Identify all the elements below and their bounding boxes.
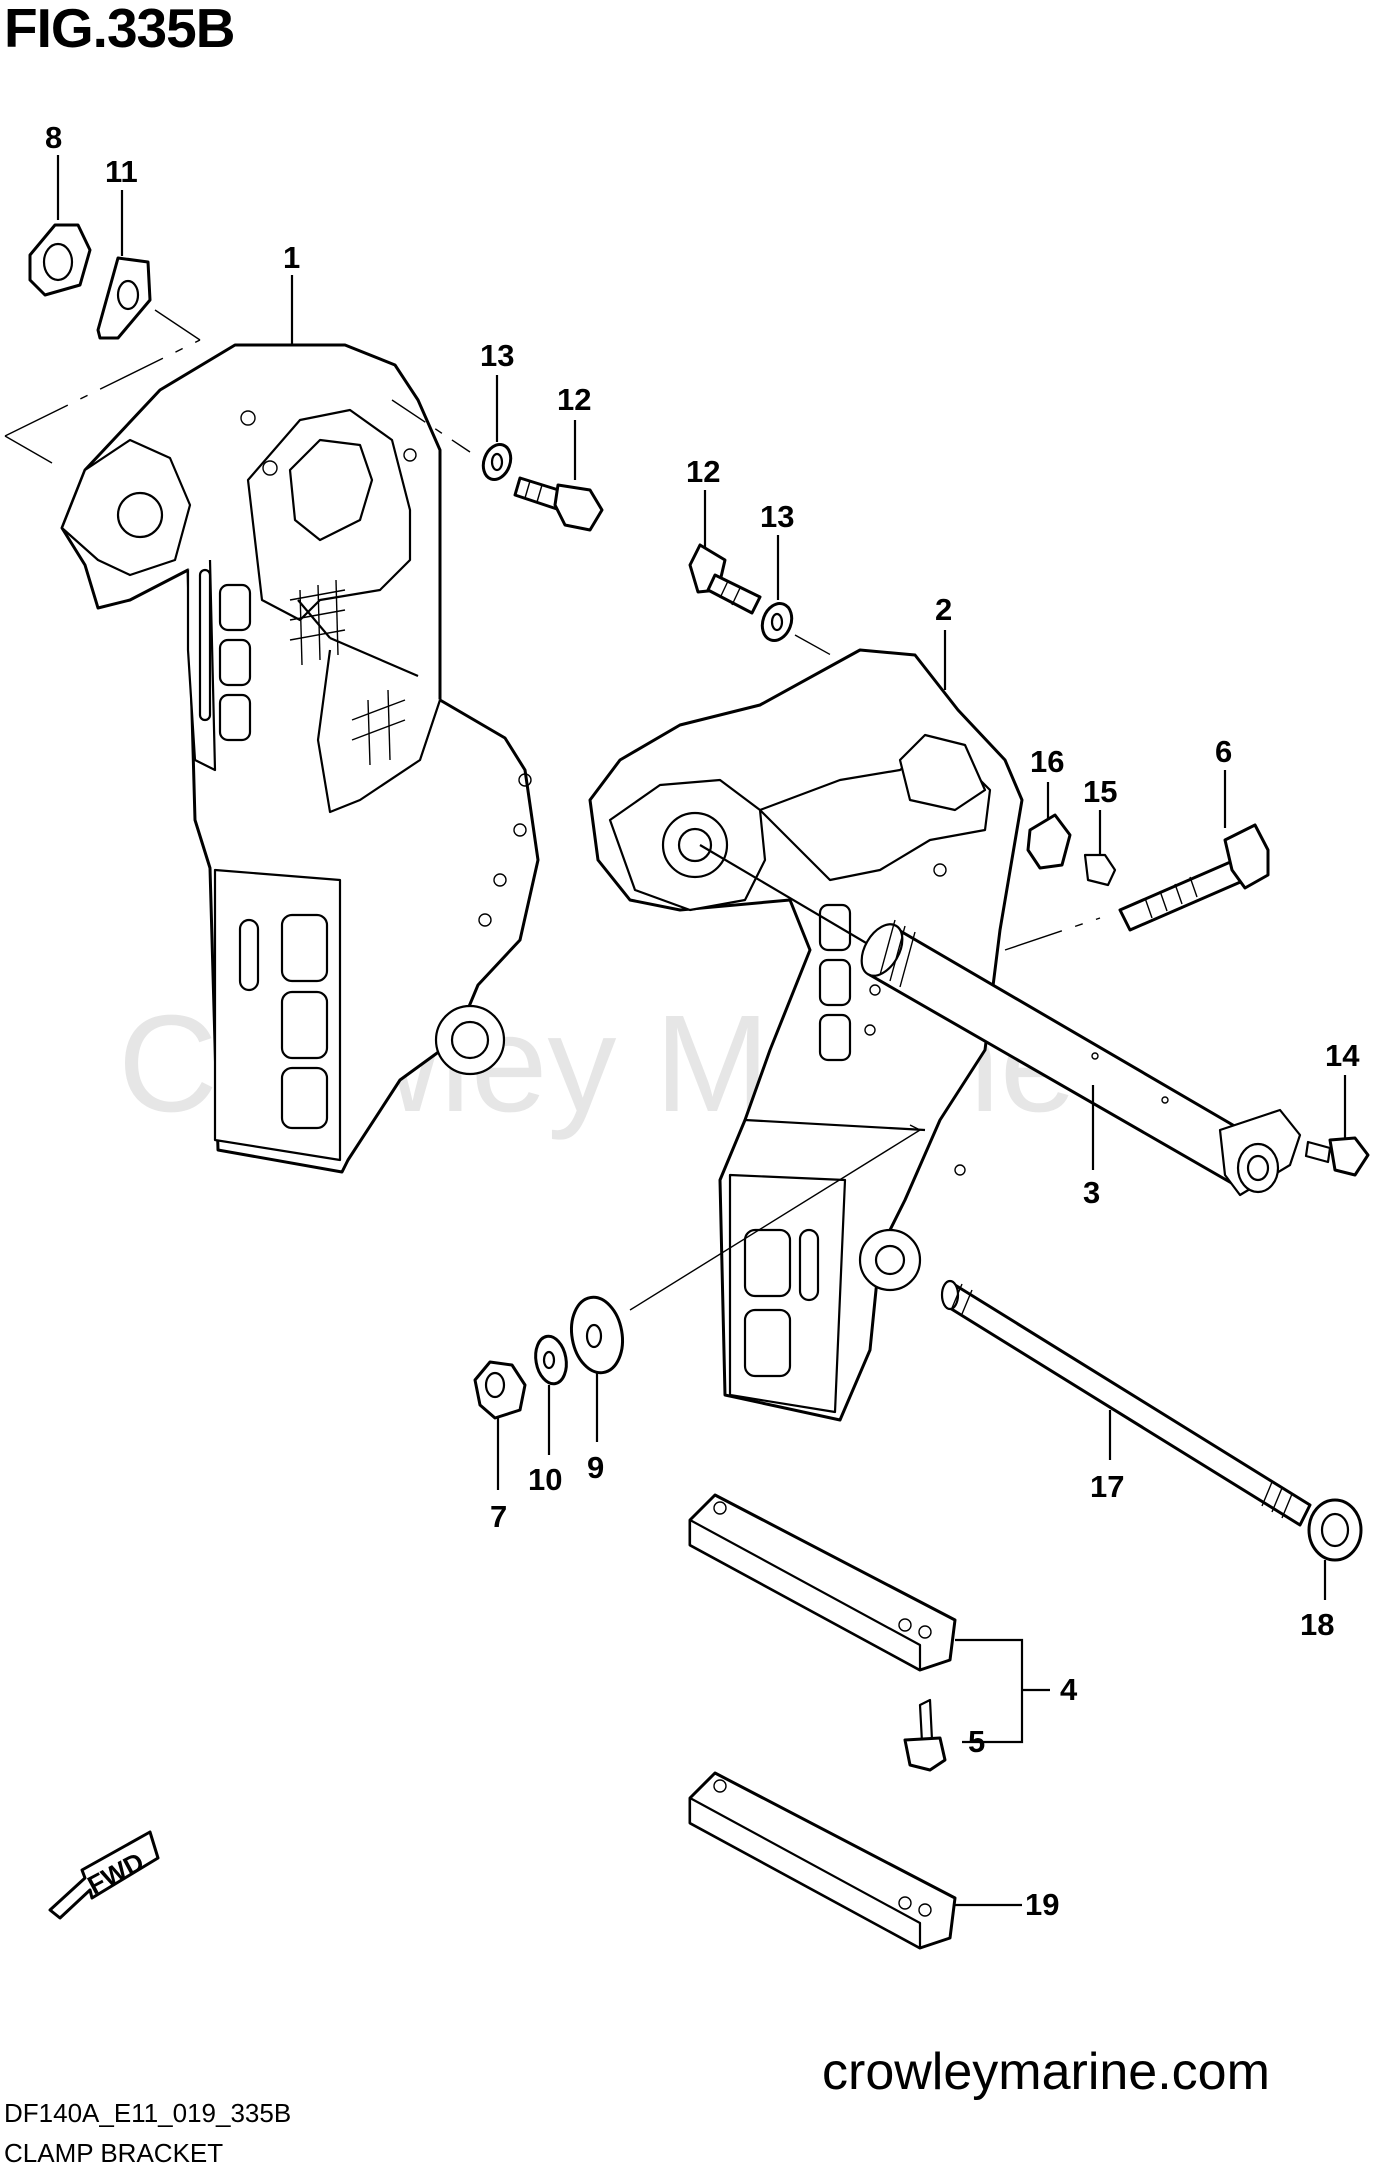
clamp-bracket-left xyxy=(60,343,540,1174)
bolt-14 xyxy=(1304,1136,1370,1177)
bolt-6 xyxy=(1118,823,1270,932)
nut-7 xyxy=(473,1360,527,1420)
callout-8: 8 xyxy=(45,120,62,155)
diagram-code: DF140A_E11_019_335B xyxy=(4,2098,292,2128)
callout-18: 18 xyxy=(1300,1607,1334,1642)
washer-13-lower xyxy=(760,602,794,642)
through-rod xyxy=(940,1279,1312,1527)
callout-19: 19 xyxy=(1025,1887,1059,1922)
callout-1: 1 xyxy=(283,240,300,275)
callout-12-upper: 12 xyxy=(557,382,591,417)
diagram-caption: CLAMP BRACKET xyxy=(4,2138,224,2168)
washer-10 xyxy=(534,1334,568,1386)
callout-16: 16 xyxy=(1030,744,1064,779)
callout-9: 9 xyxy=(587,1450,604,1485)
callout-15: 15 xyxy=(1083,774,1117,809)
plate-4 xyxy=(688,1493,957,1672)
fwd-arrow-icon: FWD xyxy=(48,1830,160,1920)
callout-11: 11 xyxy=(105,154,138,189)
callout-14: 14 xyxy=(1325,1038,1360,1073)
hex-nut-18 xyxy=(1307,1498,1363,1562)
callout-5: 5 xyxy=(968,1724,985,1759)
bolt-12-lower xyxy=(688,543,762,615)
callout-6: 6 xyxy=(1215,734,1232,769)
bolt-12-upper xyxy=(513,476,604,532)
bolt-5 xyxy=(903,1698,947,1772)
callout-17: 17 xyxy=(1090,1469,1124,1504)
clip-16 xyxy=(1026,813,1072,870)
figure-title: FIG.335B xyxy=(4,0,235,59)
gasket-11 xyxy=(96,256,152,340)
plate-19 xyxy=(688,1771,957,1950)
website-label: crowleymarine.com xyxy=(822,2043,1270,2101)
screw-15 xyxy=(1083,853,1117,887)
callout-12-lower: 12 xyxy=(686,454,720,489)
callout-13-upper: 13 xyxy=(480,338,514,373)
callout-4: 4 xyxy=(1060,1672,1078,1707)
washer-9 xyxy=(570,1295,624,1375)
callout-2: 2 xyxy=(935,592,952,627)
clamp-bracket-right xyxy=(588,648,1024,1422)
callout-3: 3 xyxy=(1083,1175,1100,1210)
callout-7: 7 xyxy=(490,1499,507,1534)
tilt-tube xyxy=(860,919,1302,1197)
nut-8 xyxy=(28,223,92,297)
callout-13-lower: 13 xyxy=(760,499,794,534)
callout-10: 10 xyxy=(528,1462,562,1497)
washer-13-upper xyxy=(481,443,513,481)
